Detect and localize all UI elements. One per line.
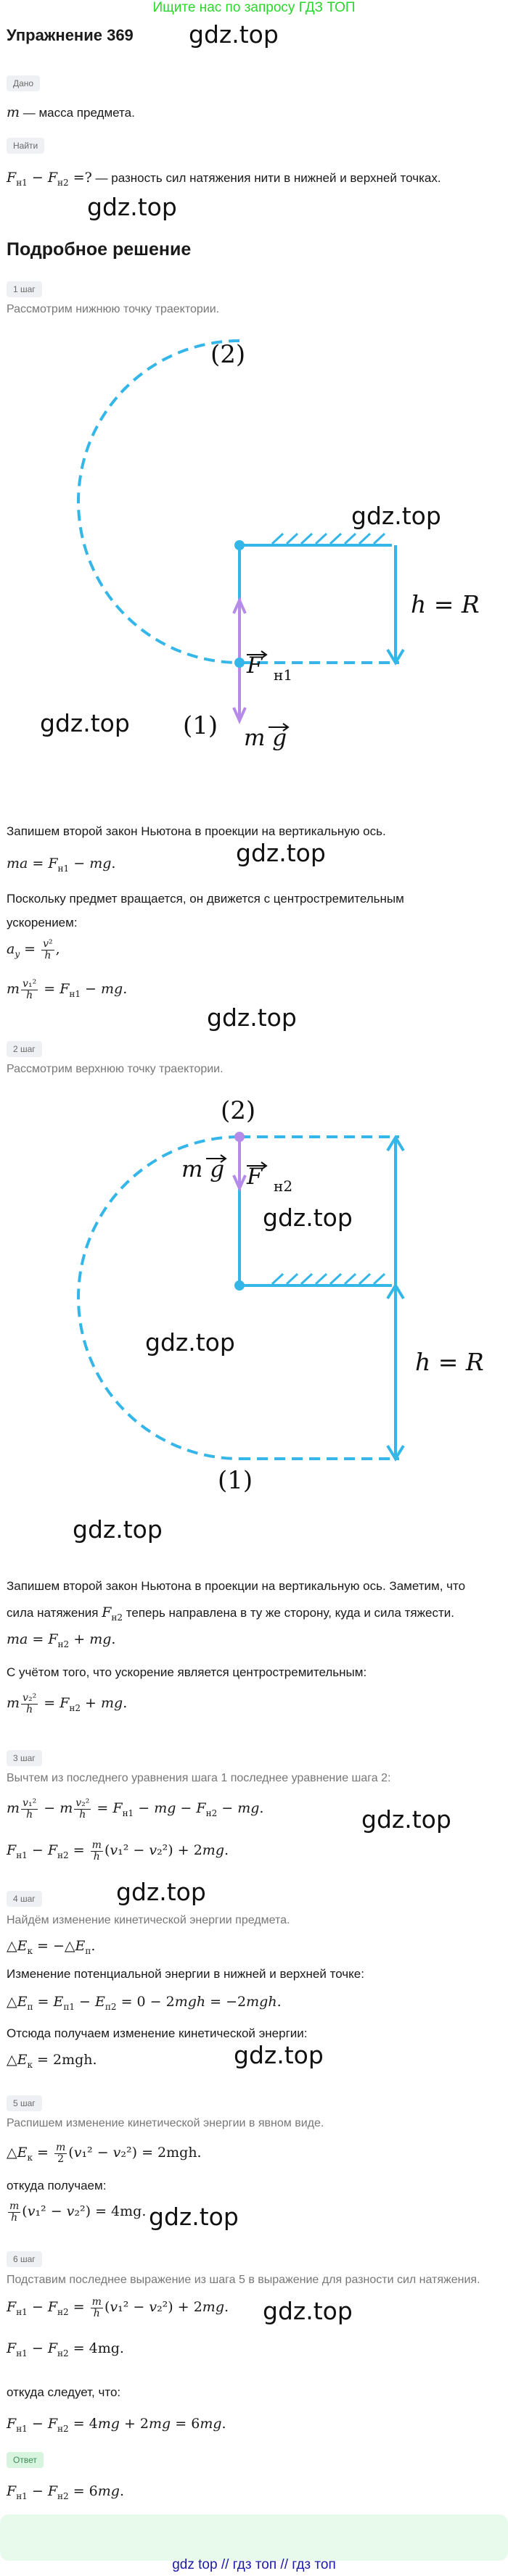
given-label: Дано	[7, 75, 41, 91]
force-tension-label: F	[246, 1164, 263, 1190]
step-label: 3 шаг	[7, 1750, 42, 1766]
force-tension-subscript: н1	[274, 666, 292, 684]
text-potential: Изменение потенциальной энергии в нижней…	[7, 1967, 364, 1981]
step-text: Вычтем из последнего уравнения шага 1 по…	[7, 1772, 391, 1784]
answer-label: Ответ	[7, 2452, 44, 2468]
point-label-top: (2)	[210, 340, 245, 369]
step-label: 2 шаг	[7, 1041, 42, 1057]
watermark: gdz.top	[361, 1805, 451, 1834]
height-label: h = R	[411, 590, 480, 618]
equation: ma = Fн1 − mg.	[7, 856, 116, 874]
watermark: gdz.top	[263, 1204, 353, 1232]
footer-links[interactable]: gdz top // гдз топ // гдз топ	[172, 2557, 336, 2572]
watermark: gdz.top	[116, 1878, 206, 1906]
watermark: gdz.top	[263, 2297, 353, 2325]
step-text: Распишем изменение кинетической энергии …	[7, 2117, 324, 2129]
promo-banner[interactable]: Ищите нас по запросу ГДЗ ТОП	[152, 0, 356, 15]
text-centripetal: С учётом того, что ускорение является це…	[7, 1665, 367, 1679]
find-text: Fн1 − Fн2 =? — разность сил натяжения ни…	[7, 170, 441, 188]
watermark: gdz.top	[207, 1003, 297, 1032]
text-newton-lower: Запишем второй закон Ньютона в проекции …	[7, 824, 386, 838]
watermark: gdz.top	[40, 709, 130, 737]
watermark: gdz.top	[145, 1328, 235, 1357]
force-gravity-label: m g	[244, 725, 287, 751]
text-newton-upper: Запишем второй закон Ньютона в проекции …	[7, 1579, 466, 1593]
find-label: Найти	[7, 138, 45, 154]
force-gravity-label: m g	[181, 1156, 224, 1183]
answer-box	[0, 2514, 508, 2561]
equation: △Eк = 2mgh.	[7, 2052, 97, 2070]
watermark: gdz.top	[87, 193, 177, 221]
given-text: m — масса предмета.	[7, 104, 135, 120]
equation: △Eп = Eп1 − Eп2 = 0 − 2mgh = −2mgh.	[7, 1994, 282, 2012]
diagram-upper-point: (2) m g F н2 h = R (1)	[77, 1096, 484, 1495]
step-text: Рассмотрим нижнюю точку траектории.	[7, 303, 220, 315]
point-label-top: (2)	[221, 1096, 255, 1125]
step-text: Найдём изменение кинетической энергии пр…	[7, 1914, 290, 1926]
text-follows: откуда следует, что:	[7, 2385, 121, 2399]
step-label: 1 шаг	[7, 281, 42, 297]
force-tension-label: F	[246, 653, 263, 679]
step-label: 4 шаг	[7, 1891, 42, 1907]
equation: △Eк = −△Eп.	[7, 1938, 96, 1956]
step-label: 5 шаг	[7, 2095, 42, 2111]
step-text: Подставим последнее выражение из шага 5 …	[7, 2274, 480, 2286]
watermark: gdz.top	[351, 502, 441, 530]
answer-equation: Fн1 − Fн2 = 6mg.	[7, 2483, 124, 2501]
step-text: Рассмотрим верхнюю точку траектории.	[7, 1063, 224, 1075]
force-tension-subscript: н2	[274, 1177, 292, 1195]
height-label: h = R	[415, 1348, 484, 1376]
text-whence: откуда получаем:	[7, 2179, 107, 2192]
point-label-bottom: (1)	[218, 1466, 253, 1495]
watermark: gdz.top	[189, 20, 279, 49]
watermark: gdz.top	[236, 839, 326, 867]
text-tension-direction: сила натяжения Fн2 теперь направлена в т…	[7, 1604, 454, 1623]
equation: Fн1 − Fн2 = 4mg.	[7, 2340, 124, 2358]
solution-title: Подробное решение	[7, 239, 192, 260]
watermark: gdz.top	[234, 2041, 324, 2069]
diagram-lower-point: (2) F н1 m g (1) h = R	[77, 339, 480, 751]
equation: ma = Fн2 + mg.	[7, 1631, 116, 1649]
text-rotates: Поскольку предмет вращается, он движется…	[7, 892, 404, 906]
watermark: gdz.top	[149, 2203, 239, 2231]
watermark: gdz.top	[73, 1515, 163, 1544]
text-kinetic: Отсюда получаем изменение кинетической э…	[7, 2026, 308, 2040]
point-label-bottom: (1)	[183, 711, 218, 740]
step-label: 6 шаг	[7, 2251, 42, 2267]
text-acceleration: ускорением:	[7, 916, 78, 929]
page-title: Упражнение 369	[7, 26, 134, 44]
equation: Fн1 − Fн2 = 4mg + 2mg = 6mg.	[7, 2416, 226, 2434]
